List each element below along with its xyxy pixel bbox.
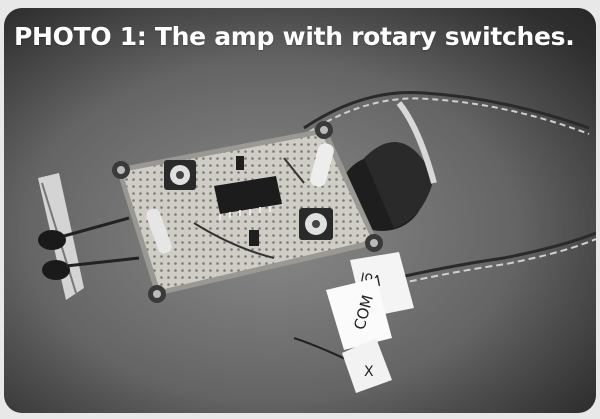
svg-text:X: X — [364, 364, 374, 380]
ic-chip — [214, 176, 282, 220]
amp-photo-illustration: Vol COM X — [4, 8, 596, 413]
rotary-switch-right — [299, 208, 333, 240]
input-plug — [38, 173, 140, 300]
components — [146, 143, 334, 259]
label-tag-com: COM — [326, 278, 392, 350]
photo-caption: PHOTO 1: The amp with rotary switches. — [14, 22, 575, 51]
rotary-switch-left — [164, 160, 196, 190]
photo: Vol COM X PHOTO 1: The amp with rotary s… — [4, 8, 596, 413]
label-tag-x: X — [342, 338, 392, 393]
